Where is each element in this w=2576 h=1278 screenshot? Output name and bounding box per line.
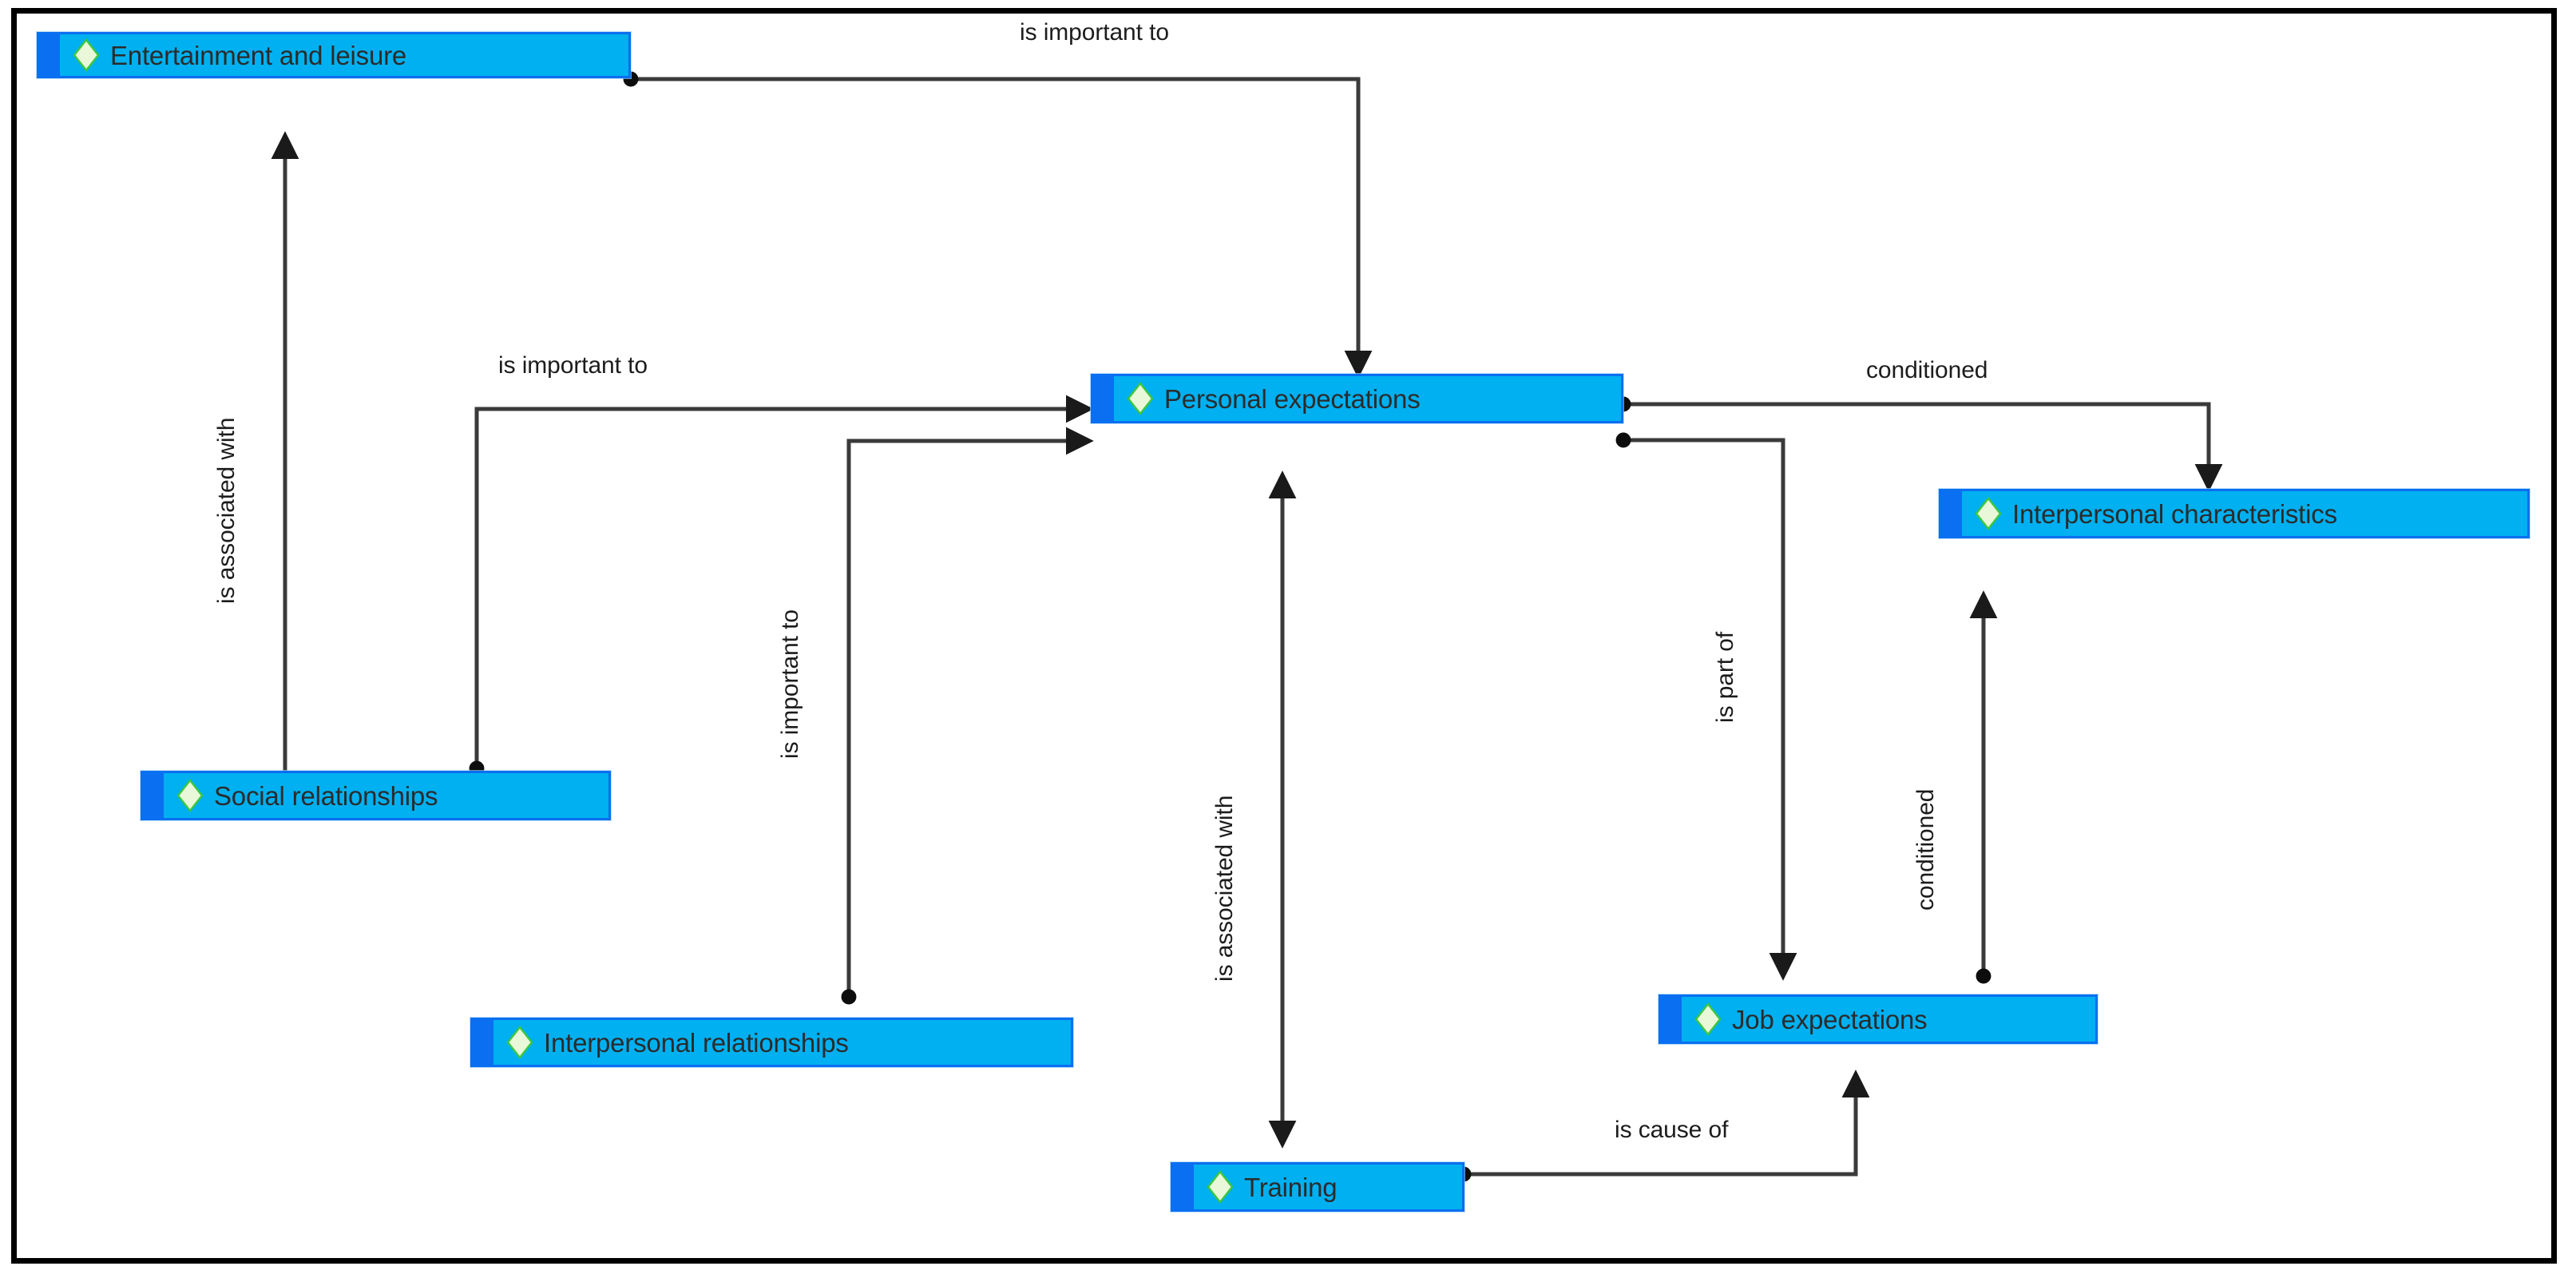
edge-label-personal-to-interchar: conditioned bbox=[1866, 357, 1988, 383]
edge-label-social-to-personal: is important to bbox=[498, 352, 648, 379]
edge-label-entertainment-to-personal: is important to bbox=[1020, 19, 1169, 46]
node-label: Social relationships bbox=[214, 780, 438, 811]
node-body: Interpersonal characteristics bbox=[1962, 497, 2527, 530]
diamond-icon bbox=[73, 38, 100, 72]
edge-entertainment-to-personal bbox=[623, 71, 1373, 379]
node-body: Social relationships bbox=[164, 779, 608, 812]
edge-training-to-job bbox=[1456, 1070, 1870, 1182]
node-accent-bar bbox=[39, 34, 60, 76]
node-interpersonal-characteristics[interactable]: Interpersonal characteristics bbox=[1939, 489, 2530, 538]
node-interpersonal-relationships[interactable]: Interpersonal relationships bbox=[470, 1018, 1073, 1067]
node-job-expectations[interactable]: Job expectations bbox=[1659, 994, 2098, 1044]
node-label: Personal expectations bbox=[1164, 383, 1421, 414]
diamond-icon bbox=[1694, 1002, 1722, 1036]
node-social-relationships[interactable]: Social relationships bbox=[141, 771, 611, 820]
edge-label-personal-to-job: is part of bbox=[1712, 631, 1738, 723]
node-body: Training bbox=[1194, 1170, 1462, 1204]
edge-label-social-to-entertainment: is associated with bbox=[213, 417, 240, 604]
node-entertainment-and-leisure[interactable]: Entertainment and leisure bbox=[37, 32, 631, 78]
diamond-icon bbox=[506, 1026, 533, 1059]
node-label: Interpersonal relationships bbox=[544, 1027, 849, 1058]
edge-label-training-to-personal: is associated with bbox=[1211, 795, 1238, 982]
node-accent-bar bbox=[1941, 491, 1962, 536]
node-body: Personal expectations bbox=[1114, 382, 1621, 415]
edge-label-interrel-to-personal: is important to bbox=[777, 609, 803, 759]
edge-label-training-to-job: is cause of bbox=[1615, 1117, 1729, 1143]
edge-social-to-personal bbox=[469, 395, 1094, 776]
diamond-icon bbox=[1975, 497, 2002, 530]
node-label: Training bbox=[1244, 1172, 1338, 1202]
node-accent-bar bbox=[1173, 1165, 1194, 1209]
node-label: Interpersonal characteristics bbox=[2012, 498, 2337, 529]
diamond-icon bbox=[1127, 382, 1154, 415]
diamond-icon bbox=[176, 779, 204, 812]
edge-label-job-to-interchar: conditioned bbox=[1912, 788, 1939, 911]
node-accent-bar bbox=[1093, 376, 1114, 421]
node-accent-bar bbox=[1661, 997, 1682, 1042]
node-personal-expectations[interactable]: Personal expectations bbox=[1091, 374, 1623, 423]
node-accent-bar bbox=[473, 1020, 493, 1065]
node-accent-bar bbox=[143, 773, 164, 818]
edge-interrel-to-personal bbox=[841, 427, 1094, 1005]
edge-personal-to-job bbox=[1615, 432, 1797, 981]
node-body: Entertainment and leisure bbox=[60, 38, 628, 72]
node-body: Job expectations bbox=[1682, 1002, 2095, 1036]
node-label: Job expectations bbox=[1732, 1004, 1928, 1034]
node-body: Interpersonal relationships bbox=[493, 1026, 1071, 1059]
edge-personal-to-interchar bbox=[1615, 396, 2223, 492]
node-label: Entertainment and leisure bbox=[110, 40, 407, 70]
node-training[interactable]: Training bbox=[1171, 1162, 1464, 1212]
diamond-icon bbox=[1207, 1170, 1234, 1204]
